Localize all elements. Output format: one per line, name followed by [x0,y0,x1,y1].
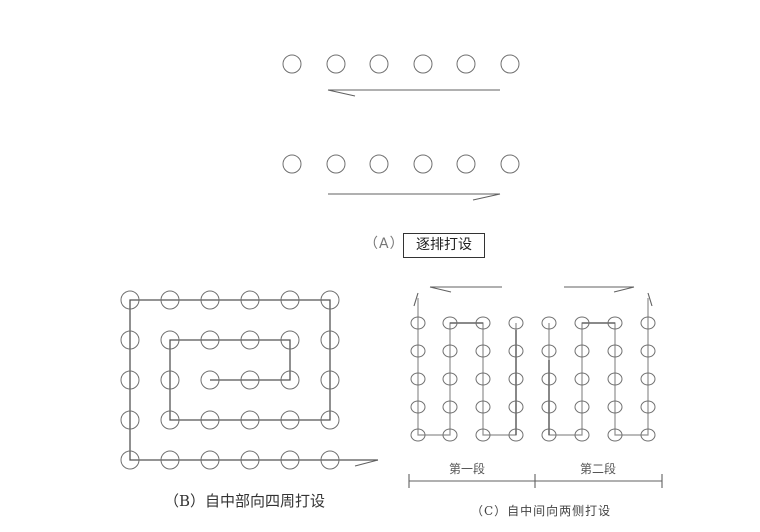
diagram-a-title: 逐排打设 [403,233,485,258]
diagram-b-caption: （B）自中部向四周打设 [164,492,326,510]
left-arrow-icon [327,89,500,97]
pile [282,54,302,74]
spiral-path [129,299,378,461]
diagram-c-caption: （C）自中间向两侧打设 [471,504,612,518]
right-arrow-icon [564,286,635,293]
pile [326,154,346,174]
pile [456,154,476,174]
segment-1-path [417,298,517,436]
diagram-c [408,286,663,488]
pile [456,54,476,74]
c-piles [410,316,656,442]
exit-arrow-icon [354,459,379,467]
segment-2-path [548,298,649,436]
diagram-b [120,290,379,470]
pile [369,54,389,74]
row-a1-piles [282,54,520,74]
up-arrow-icon [647,292,653,307]
pile [369,154,389,174]
row-a2-piles [282,154,520,174]
diagram-a-label: （A） [364,236,405,252]
left-arrow-icon [429,286,502,293]
pile [500,54,520,74]
segment-1-label: 第一段 [449,462,486,476]
right-arrow-icon [328,193,501,201]
pile [413,154,433,174]
segment-dimension-line [408,474,663,488]
b-piles [120,290,340,470]
pile [413,54,433,74]
pile [500,154,520,174]
up-arrow-icon [413,292,419,307]
pile [326,54,346,74]
segment-2-label: 第二段 [580,462,617,476]
diagram-a [282,54,520,201]
pile [282,154,302,174]
